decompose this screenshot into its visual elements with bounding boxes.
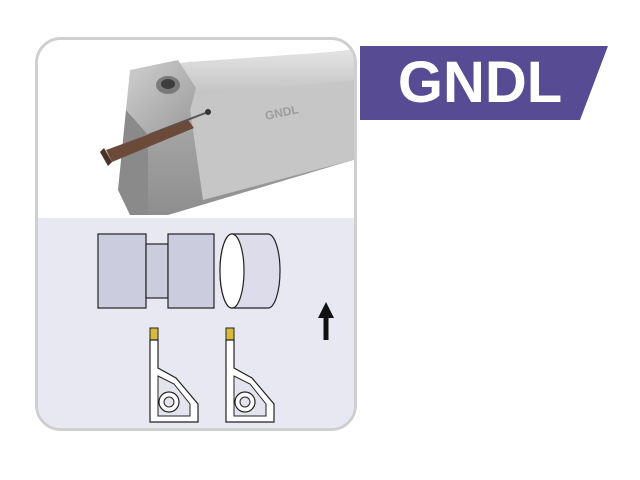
product-card: GNDL [35,37,357,431]
product-code-text: GNDL [397,50,563,115]
shank-engraving: GNDL [264,102,300,123]
clamp-head [126,60,196,135]
insert-right [225,327,235,341]
machining-diagram [38,218,354,428]
workpiece-block-left [97,233,147,309]
insert-tip [100,148,112,166]
tool-photo: GNDL [38,40,354,218]
tool-holder-illustration: GNDL [100,50,354,215]
screw-socket [161,79,175,89]
arrow-up-icon [318,302,334,340]
workpiece-groove [145,243,169,299]
shank-side [188,80,354,200]
workpiece-block-right [167,233,215,309]
cylinder-face [219,233,245,309]
insert-left [149,327,159,341]
slot-hole [205,109,211,115]
diagram-svg [97,233,334,423]
screw-inner-right [239,396,251,408]
holder-schematic-left [149,327,199,423]
holder-schematic-right [225,327,275,423]
banner-shape [360,46,608,120]
head-front [118,110,148,215]
product-code-banner: GNDL [360,46,608,120]
screw-inner-left [163,396,175,408]
grooving-insert [106,120,194,162]
engraving-group: GNDL [264,102,300,123]
